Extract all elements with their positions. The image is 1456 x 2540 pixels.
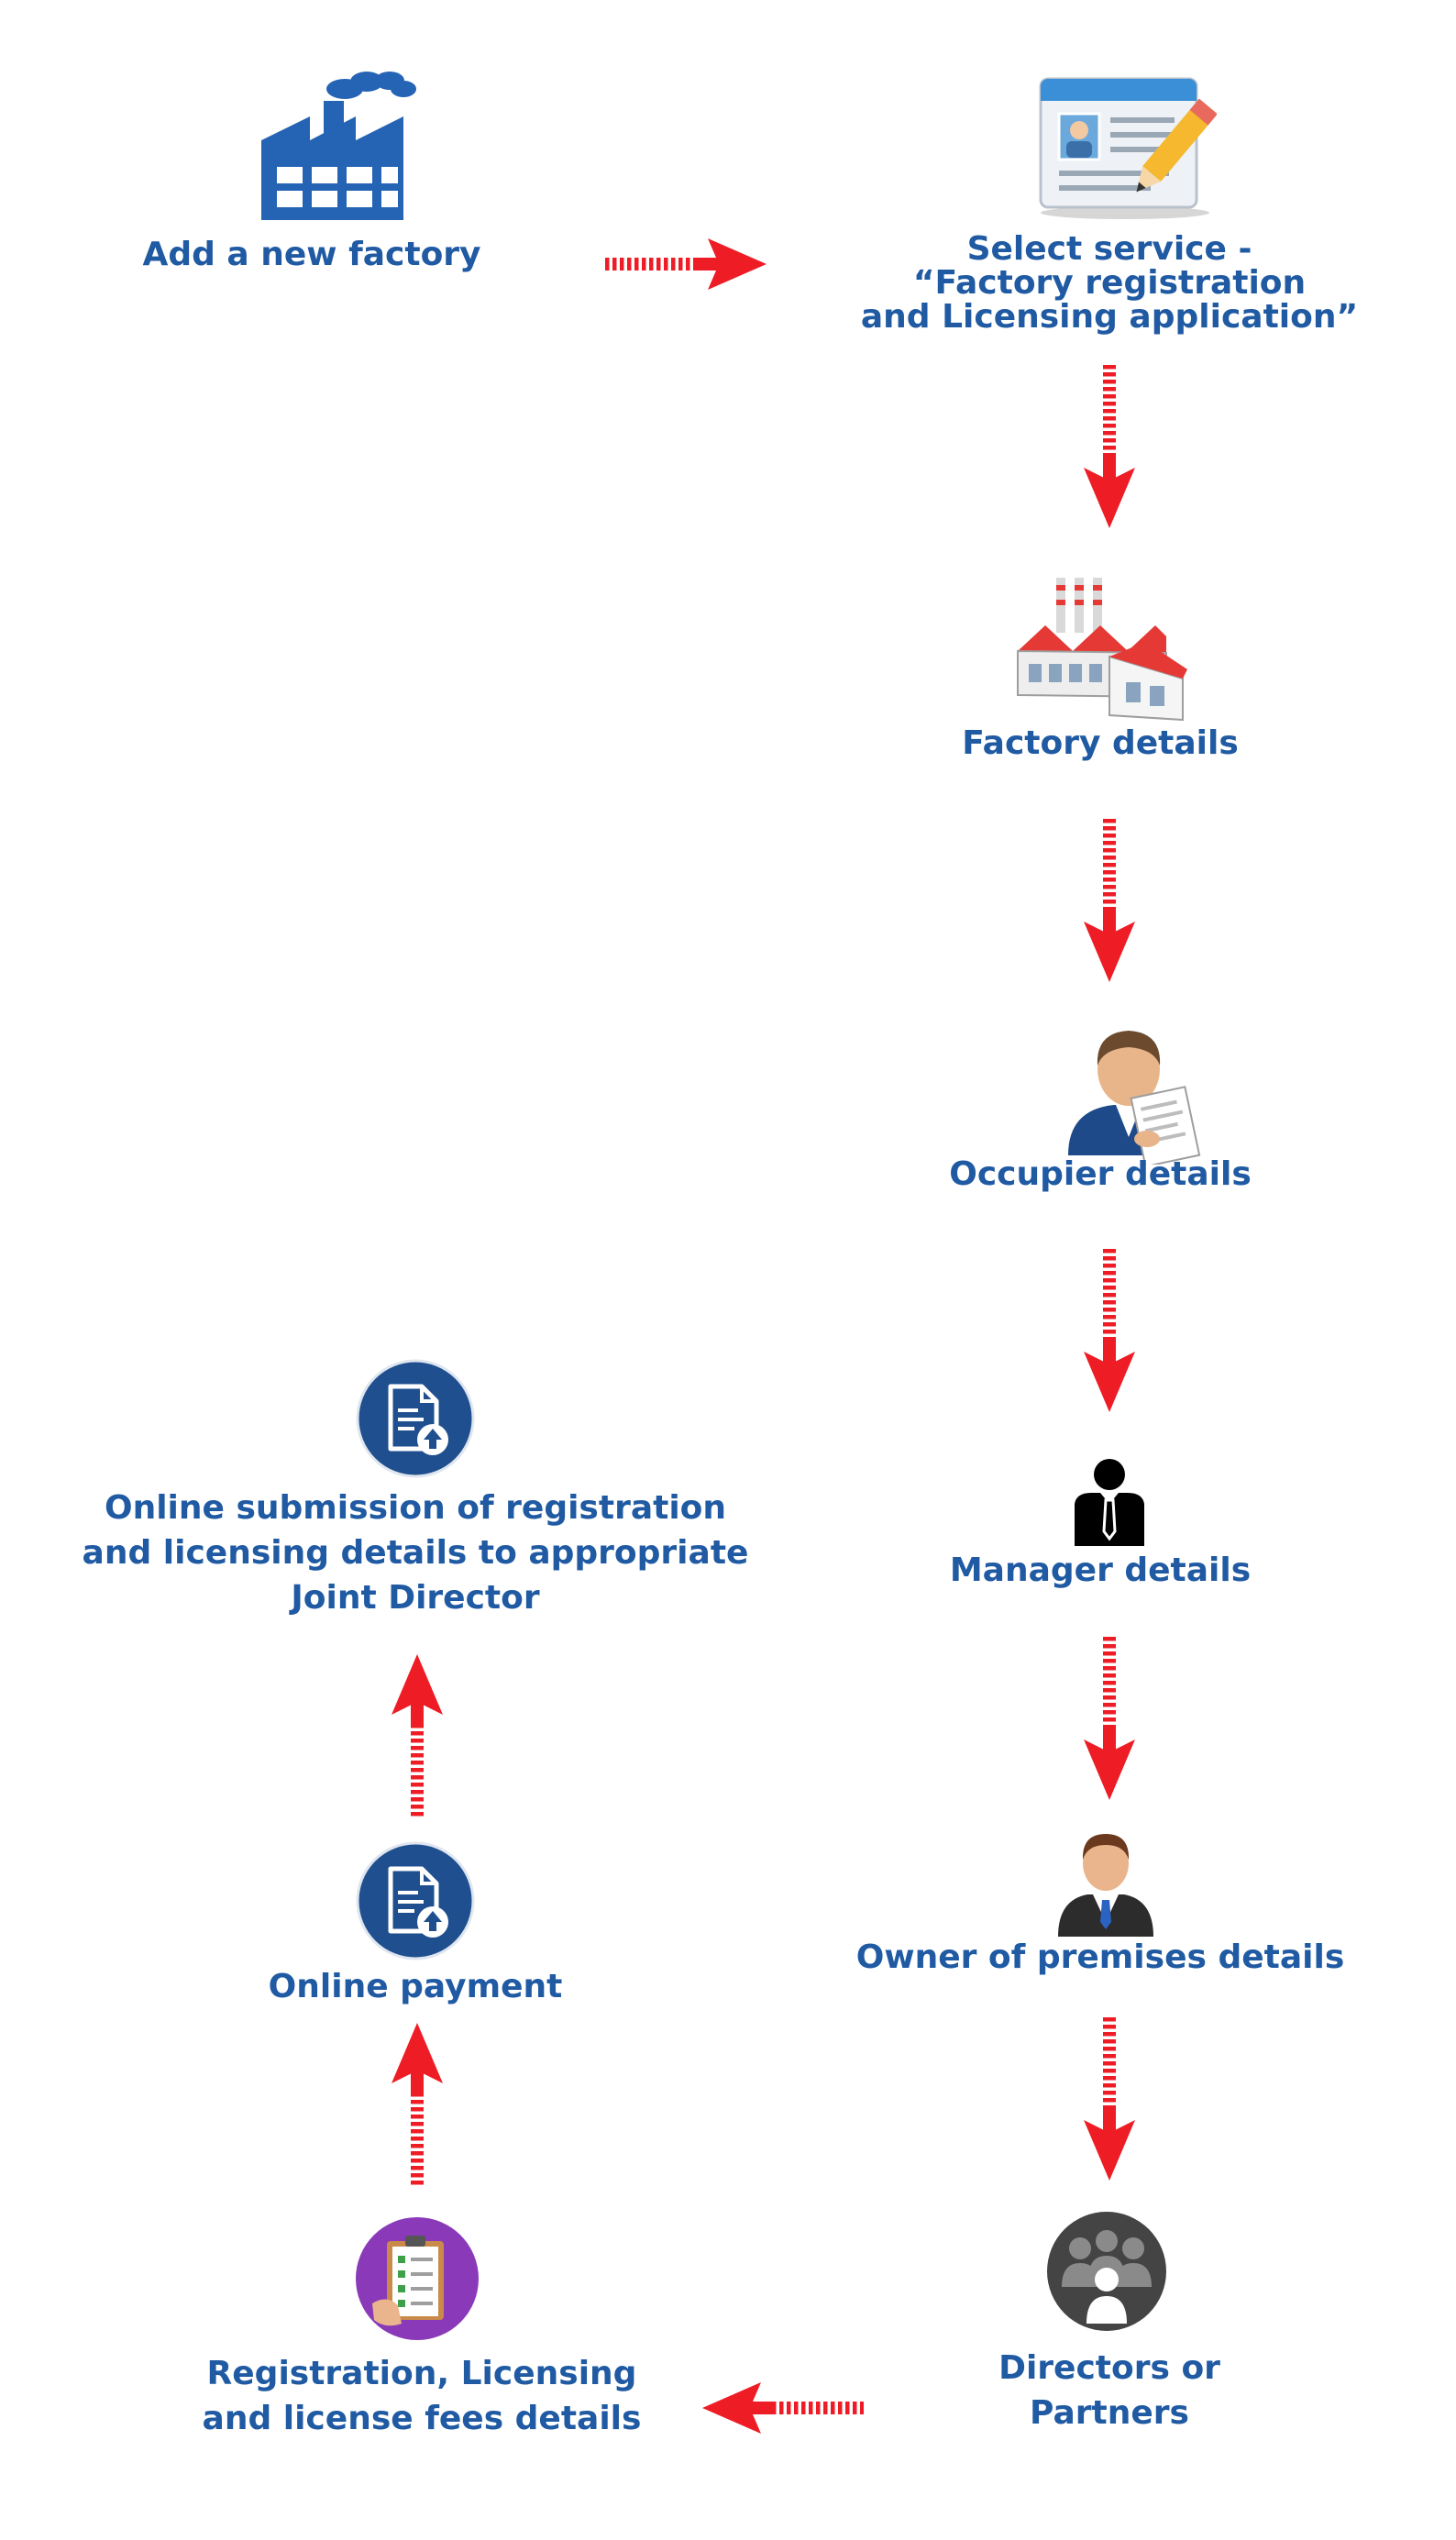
document-upload-icon [356, 1841, 475, 1960]
arrow-up-2 [392, 1654, 443, 1817]
document-upload-icon [356, 1359, 475, 1478]
online-submission-line-3: Joint Director [291, 1579, 540, 1617]
factory-details-label: Factory details [962, 724, 1239, 762]
occupier-details-label: Occupier details [949, 1155, 1252, 1193]
businessman-icon [1058, 1834, 1153, 1937]
registration-fees-line-2: and license fees details [202, 2400, 642, 2437]
arrow-up-1 [392, 2023, 443, 2186]
directors-line-2: Partners [1030, 2394, 1189, 2432]
directors-line-1: Directors or [998, 2349, 1220, 2387]
manager-details-label: Manager details [949, 1552, 1252, 1589]
select-service-line-1: Select service - [966, 230, 1252, 268]
arrow-right-1 [605, 238, 767, 290]
online-submission-label: Online submission of registration and li… [55, 1485, 776, 1620]
manager-icon [1075, 1459, 1144, 1546]
directors-label: Directors or Partners [954, 2346, 1265, 2435]
arrow-down-3 [1084, 1249, 1135, 1412]
checklist-icon [356, 2217, 479, 2340]
online-submission-line-2: and licensing details to appropriate [82, 1534, 749, 1572]
person-document-icon [1068, 1031, 1201, 1165]
form-edit-icon [1039, 77, 1217, 219]
factory-icon [261, 72, 416, 220]
select-service-line-3: and Licensing application” [860, 298, 1359, 336]
arrow-down-2 [1084, 819, 1135, 982]
factory-building-icon [1017, 578, 1187, 722]
select-service-label: Select service - “Factory registration a… [825, 232, 1394, 334]
owner-details-label: Owner of premises details [855, 1938, 1345, 1976]
arrow-down-5 [1084, 2017, 1135, 2181]
add-factory-label: Add a new factory [142, 236, 481, 273]
registration-fees-line-1: Registration, Licensing [206, 2355, 637, 2392]
registration-fees-label: Registration, Licensing and license fees… [147, 2351, 697, 2441]
group-icon [1047, 2212, 1166, 2331]
arrow-down-4 [1084, 1637, 1135, 1800]
online-payment-label: Online payment [268, 1968, 563, 2005]
arrow-left-1 [702, 2382, 864, 2434]
online-submission-line-1: Online submission of registration [104, 1489, 727, 1527]
arrow-down-1 [1084, 365, 1135, 528]
select-service-line-2: “Factory registration [912, 264, 1307, 302]
